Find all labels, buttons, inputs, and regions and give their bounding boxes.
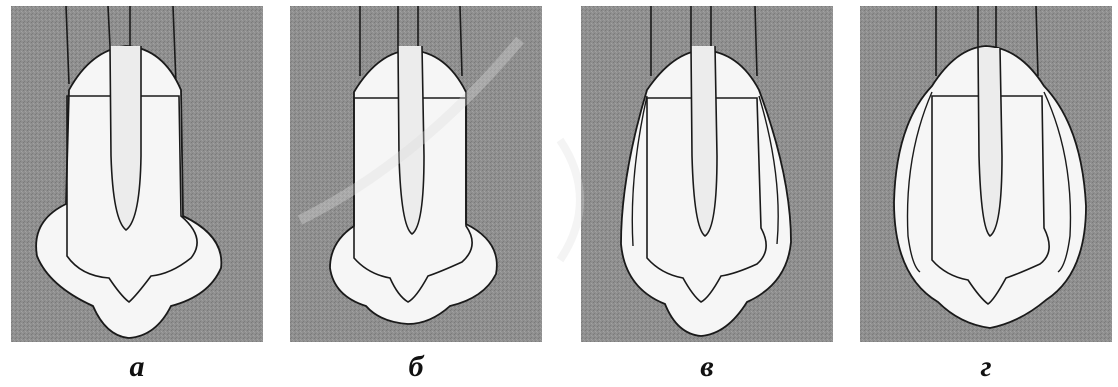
- tooth-crown-diagram-a-icon: [11, 6, 263, 342]
- tooth-crown-diagram-d-icon: [860, 6, 1112, 342]
- tooth-crown-diagram-c-icon: [581, 6, 833, 342]
- caption-c: в: [581, 350, 833, 384]
- watermark-stroke: [560, 140, 580, 260]
- tooth-crown-diagram-b-icon: [290, 6, 542, 342]
- diagram-panel-a: [11, 6, 263, 342]
- caption-d: г: [860, 350, 1112, 384]
- caption-a: а: [11, 350, 263, 384]
- caption-b: б: [290, 350, 542, 384]
- diagram-panel-b: [290, 6, 542, 342]
- pulp-canal: [398, 46, 424, 234]
- pulp-canal: [978, 48, 1002, 236]
- pulp-canal: [691, 46, 717, 236]
- diagram-panel-d: [860, 6, 1112, 342]
- pulp-canal: [110, 46, 141, 230]
- diagram-panel-c: [581, 6, 833, 342]
